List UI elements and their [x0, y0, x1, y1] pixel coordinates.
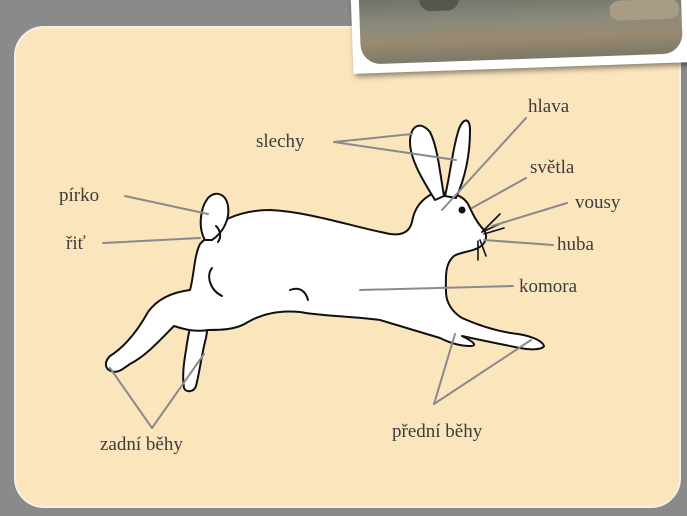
leader-pirko: [125, 196, 208, 214]
leader-vousy: [492, 203, 567, 226]
leader-predni-2: [434, 340, 531, 404]
leader-zadni-1: [110, 368, 152, 428]
label-komora: komora: [519, 276, 578, 297]
label-huba: huba: [557, 234, 595, 255]
label-slechy: slechy: [256, 131, 305, 152]
label-hlava: hlava: [528, 96, 570, 117]
label-svetla: světla: [530, 157, 575, 178]
leader-rit: [103, 238, 200, 243]
label-zadni-behy: zadní běhy: [100, 434, 183, 455]
leader-zadni-2: [152, 354, 204, 428]
leader-slechy-2: [334, 142, 456, 160]
label-rit: řiť: [66, 233, 86, 254]
label-pirko: pírko: [59, 185, 99, 206]
leader-svetla: [472, 178, 526, 208]
leader-predni-1: [434, 334, 455, 404]
leader-huba: [484, 240, 553, 245]
label-vousy: vousy: [575, 192, 621, 213]
label-predni-behy: přední běhy: [392, 421, 483, 442]
leader-slechy-1: [334, 134, 412, 142]
hare-eye: [459, 207, 466, 214]
